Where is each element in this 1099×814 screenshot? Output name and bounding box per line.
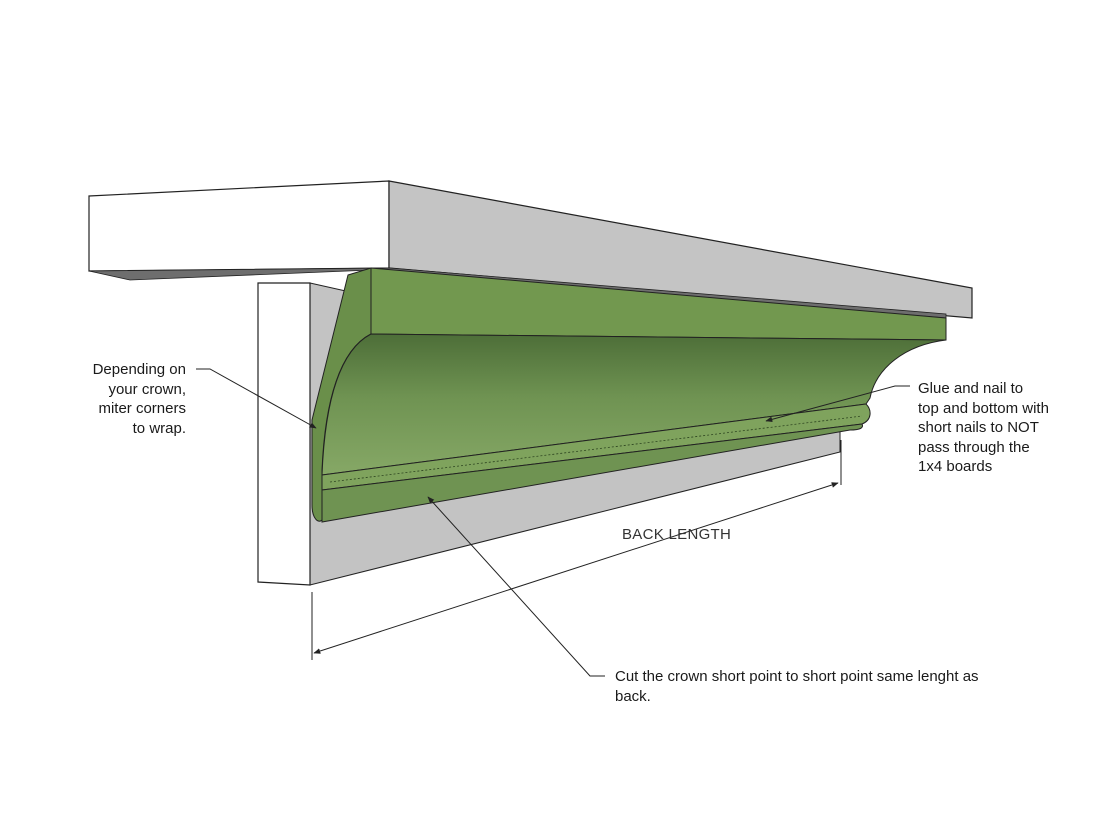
miter-note-line: your crown, [108, 380, 186, 398]
glue-note-line: Glue and nail to [918, 380, 1024, 397]
cut-note-line: Cut the crown short point to short point… [615, 668, 979, 685]
glue-note-line: 1x4 boards [918, 458, 993, 475]
dimension-line [313, 482, 839, 654]
miter-note-line: miter corners [98, 400, 186, 417]
back-length-dimension [311, 440, 842, 660]
glue-note-line: top and bottom with [918, 399, 1049, 417]
miter-note-line: to wrap. [132, 419, 186, 437]
glue-note-line: pass through the [918, 438, 1030, 456]
miter-leader [196, 368, 317, 429]
miter-note-line: Depending on [92, 361, 186, 378]
glue-note-line: short nails to NOT [918, 419, 1039, 436]
miter-note: Depending on your crown, miter corners t… [93, 360, 186, 438]
glue-note: Glue and nail to top and bottom with sho… [918, 379, 1049, 477]
cut-note: Cut the crown short point to short point… [615, 667, 979, 706]
back-length-label: BACK LENGTH [622, 526, 732, 543]
end-board [257, 282, 311, 586]
cut-note-line: back. [615, 687, 651, 705]
glue-leader [765, 385, 910, 423]
